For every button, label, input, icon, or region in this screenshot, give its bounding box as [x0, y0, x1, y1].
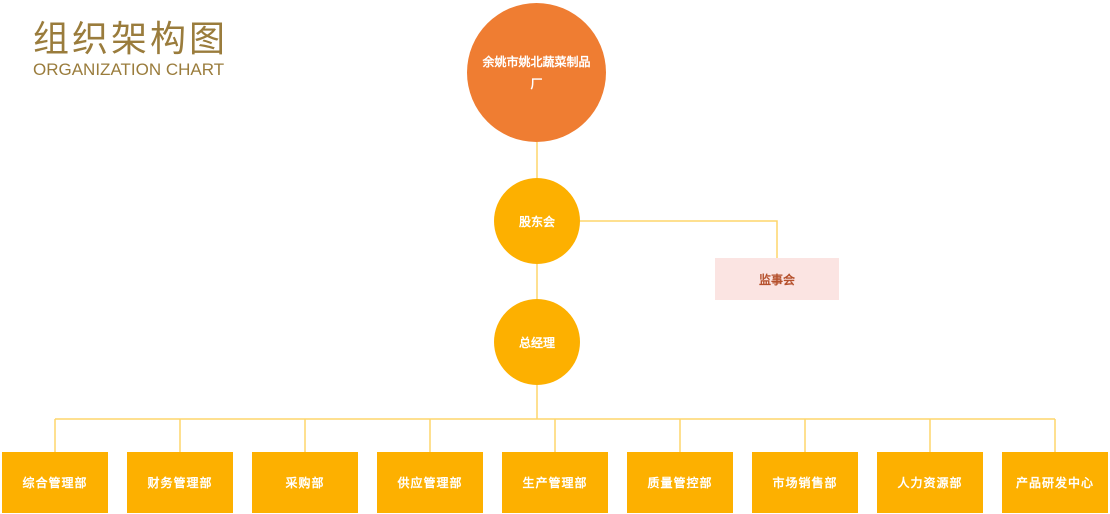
- node-general-manager-label: 总经理: [518, 335, 555, 350]
- dept-node[interactable]: 产品研发中心: [1002, 452, 1108, 513]
- dept-node[interactable]: 质量管控部: [627, 452, 733, 513]
- dept-node[interactable]: 综合管理部: [2, 452, 108, 513]
- dept-node-label: 人力资源部: [897, 476, 963, 490]
- root-node-label: 余姚市姚北蔬菜制品厂: [482, 54, 591, 91]
- dept-node-label: 采购部: [285, 476, 325, 490]
- dept-node-label: 产品研发中心: [1015, 476, 1094, 490]
- chart-title-block: 组织架构图 ORGANIZATION CHART: [33, 18, 228, 80]
- dept-node-label: 综合管理部: [22, 476, 88, 490]
- dept-node[interactable]: 生产管理部: [502, 452, 608, 513]
- dept-node-label: 供应管理部: [397, 476, 463, 490]
- connector-board-supervisor: [580, 220, 778, 258]
- dept-node-label: 财务管理部: [147, 476, 213, 490]
- dept-node[interactable]: 财务管理部: [127, 452, 233, 513]
- dept-node[interactable]: 采购部: [252, 452, 358, 513]
- root-node-company[interactable]: 余姚市姚北蔬菜制品厂: [467, 3, 606, 142]
- dept-node[interactable]: 供应管理部: [377, 452, 483, 513]
- node-board[interactable]: 股东会: [494, 178, 580, 264]
- page-title: 组织架构图: [33, 19, 229, 60]
- node-general-manager[interactable]: 总经理: [494, 299, 580, 385]
- node-supervisor[interactable]: 监事会: [715, 258, 839, 300]
- dept-node-label: 生产管理部: [522, 476, 588, 490]
- page-subtitle: ORGANIZATION CHART: [33, 60, 225, 79]
- dept-node-label: 质量管控部: [647, 476, 713, 490]
- node-supervisor-label: 监事会: [758, 272, 795, 287]
- node-board-label: 股东会: [518, 214, 555, 229]
- dept-node[interactable]: 人力资源部: [877, 452, 983, 513]
- dept-node-label: 市场销售部: [772, 476, 838, 490]
- dept-node[interactable]: 市场销售部: [752, 452, 858, 513]
